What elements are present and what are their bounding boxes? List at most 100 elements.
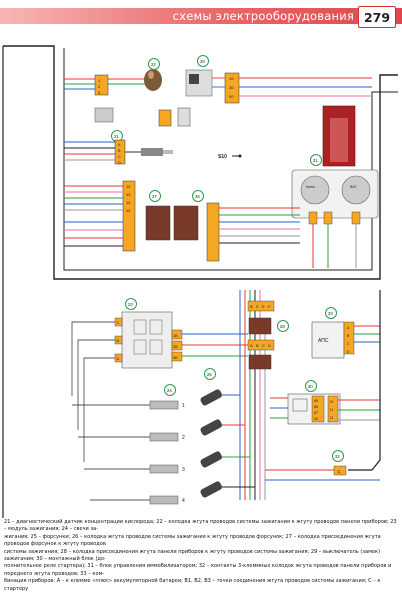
conn-29 (224, 72, 240, 104)
conn-mid-pins: B C E F (250, 304, 271, 309)
wires-21 (64, 141, 141, 161)
sensor-highlight (148, 71, 154, 79)
oxygen-sensor-body (141, 148, 163, 156)
badge-28 (277, 320, 289, 332)
svg-text:B: B (117, 338, 120, 343)
conn-left-12-pins: 12 13 14 15 (126, 184, 131, 213)
svg-text:C: C (117, 320, 120, 325)
conn-left-12 (122, 180, 136, 252)
badge-31-label: 31 (313, 158, 318, 163)
page: схемы электрооборудования 279 1 2 3 22 2… (0, 6, 402, 592)
spark-plug-4: 4 (90, 495, 185, 505)
svg-text:C: C (262, 343, 265, 348)
svg-text:A: A (347, 326, 350, 330)
badge-28-label: 28 (280, 324, 285, 329)
badge-31 (310, 154, 322, 166)
top-left-wires (64, 78, 145, 90)
badge-33-label: 33 (328, 311, 333, 316)
svg-text:30: 30 (229, 85, 234, 90)
badge-26 (192, 190, 204, 202)
svg-text:87: 87 (314, 411, 318, 415)
badge-29-label: 29 (200, 59, 205, 64)
wires-26 (219, 207, 300, 244)
svg-text:D: D (118, 161, 121, 165)
conn-26 (173, 205, 199, 241)
conn-21-pins: A B C D (118, 143, 121, 165)
badge-29 (197, 55, 209, 67)
apc-pins: A B C D (347, 326, 350, 354)
svg-text:10: 10 (330, 400, 334, 404)
injector-3 (200, 451, 223, 468)
badge-21-label: 21 (114, 134, 119, 139)
svg-text:15: 15 (229, 76, 234, 81)
conn-28 (248, 317, 272, 335)
apc-wires (354, 325, 380, 343)
immo-wires (312, 224, 357, 268)
c-marker: C (338, 469, 342, 474)
immo-connector-inner (330, 118, 348, 162)
relay-pins: 85 86 87 30 (314, 399, 318, 421)
s10-node (238, 154, 242, 158)
badge-22-label: 22 (151, 62, 156, 67)
svg-text:3: 3 (182, 467, 185, 473)
mod-pins-left: C B A (114, 317, 123, 363)
injector-1 (200, 389, 223, 406)
conn-mid (247, 300, 275, 312)
svg-text:F: F (268, 304, 271, 309)
svg-text:50: 50 (229, 94, 234, 99)
conn-29-pins: 15 30 50 (229, 76, 234, 99)
bat-label: BAT (350, 185, 358, 189)
conn-low-pins: A B C D (250, 343, 271, 348)
c-marker-box (333, 465, 347, 476)
badge-32 (332, 450, 344, 462)
svg-text:13: 13 (126, 192, 131, 197)
svg-text:E: E (262, 304, 265, 309)
svg-text:1B: 1B (173, 334, 178, 338)
section-title: схемы электрооборудования (172, 9, 354, 23)
oxygen-sensor-tip (163, 150, 173, 154)
svg-text:85: 85 (314, 399, 318, 403)
conn-28b (248, 354, 272, 370)
bottom-wires (265, 290, 381, 481)
relay-connector (311, 395, 325, 423)
svg-text:12: 12 (330, 416, 334, 420)
svg-text:B: B (256, 343, 259, 348)
wires-29 (212, 77, 372, 97)
badge-23 (125, 298, 137, 310)
svg-text:4: 4 (182, 498, 185, 504)
svg-text:30: 30 (314, 417, 318, 421)
ignition-switch-face (189, 74, 199, 84)
conn-29b (158, 109, 172, 127)
harness-trunk (63, 48, 398, 271)
mod-pins-right: 1B 2B 3B (171, 329, 183, 362)
caption-line: жигания; 25 – форсунки; 26 – колодка жгу… (4, 533, 381, 548)
conn-21-block (94, 107, 114, 123)
badge-22 (148, 58, 160, 70)
svg-text:11: 11 (330, 408, 334, 412)
mount-wires (270, 397, 380, 421)
badge-27 (149, 190, 161, 202)
spark-plug-3: 3 (84, 464, 185, 474)
wiring-diagram: 1 2 3 22 29 15 30 50 21 (2, 45, 398, 518)
badge-26-label: 26 (195, 194, 200, 199)
spark-plug-1: 1 (72, 400, 185, 410)
immo-dial (300, 175, 330, 205)
svg-text:D: D (268, 343, 271, 348)
caption-line: системы зажигания; 28 – колодка присоеди… (4, 548, 381, 563)
ignition-module (121, 311, 173, 369)
badge-30 (305, 380, 317, 392)
svg-text:3B: 3B (173, 356, 178, 360)
svg-text:A: A (118, 143, 121, 147)
caption-line: 21 – диагностический датчик концентрации… (4, 519, 397, 533)
svg-text:A: A (117, 356, 120, 361)
bat-dial (341, 175, 371, 205)
spark-plug-2: 2 (78, 432, 185, 442)
apc-label: АПС (318, 338, 329, 344)
caption-line: бинация приборов; А – к клемме «плюс» ак… (4, 578, 381, 592)
svg-text:12: 12 (126, 184, 131, 189)
svg-text:2: 2 (182, 435, 185, 441)
svg-text:B: B (118, 149, 121, 153)
apc-connector (343, 321, 355, 355)
header-band (0, 8, 402, 24)
wires-23 (71, 321, 248, 462)
